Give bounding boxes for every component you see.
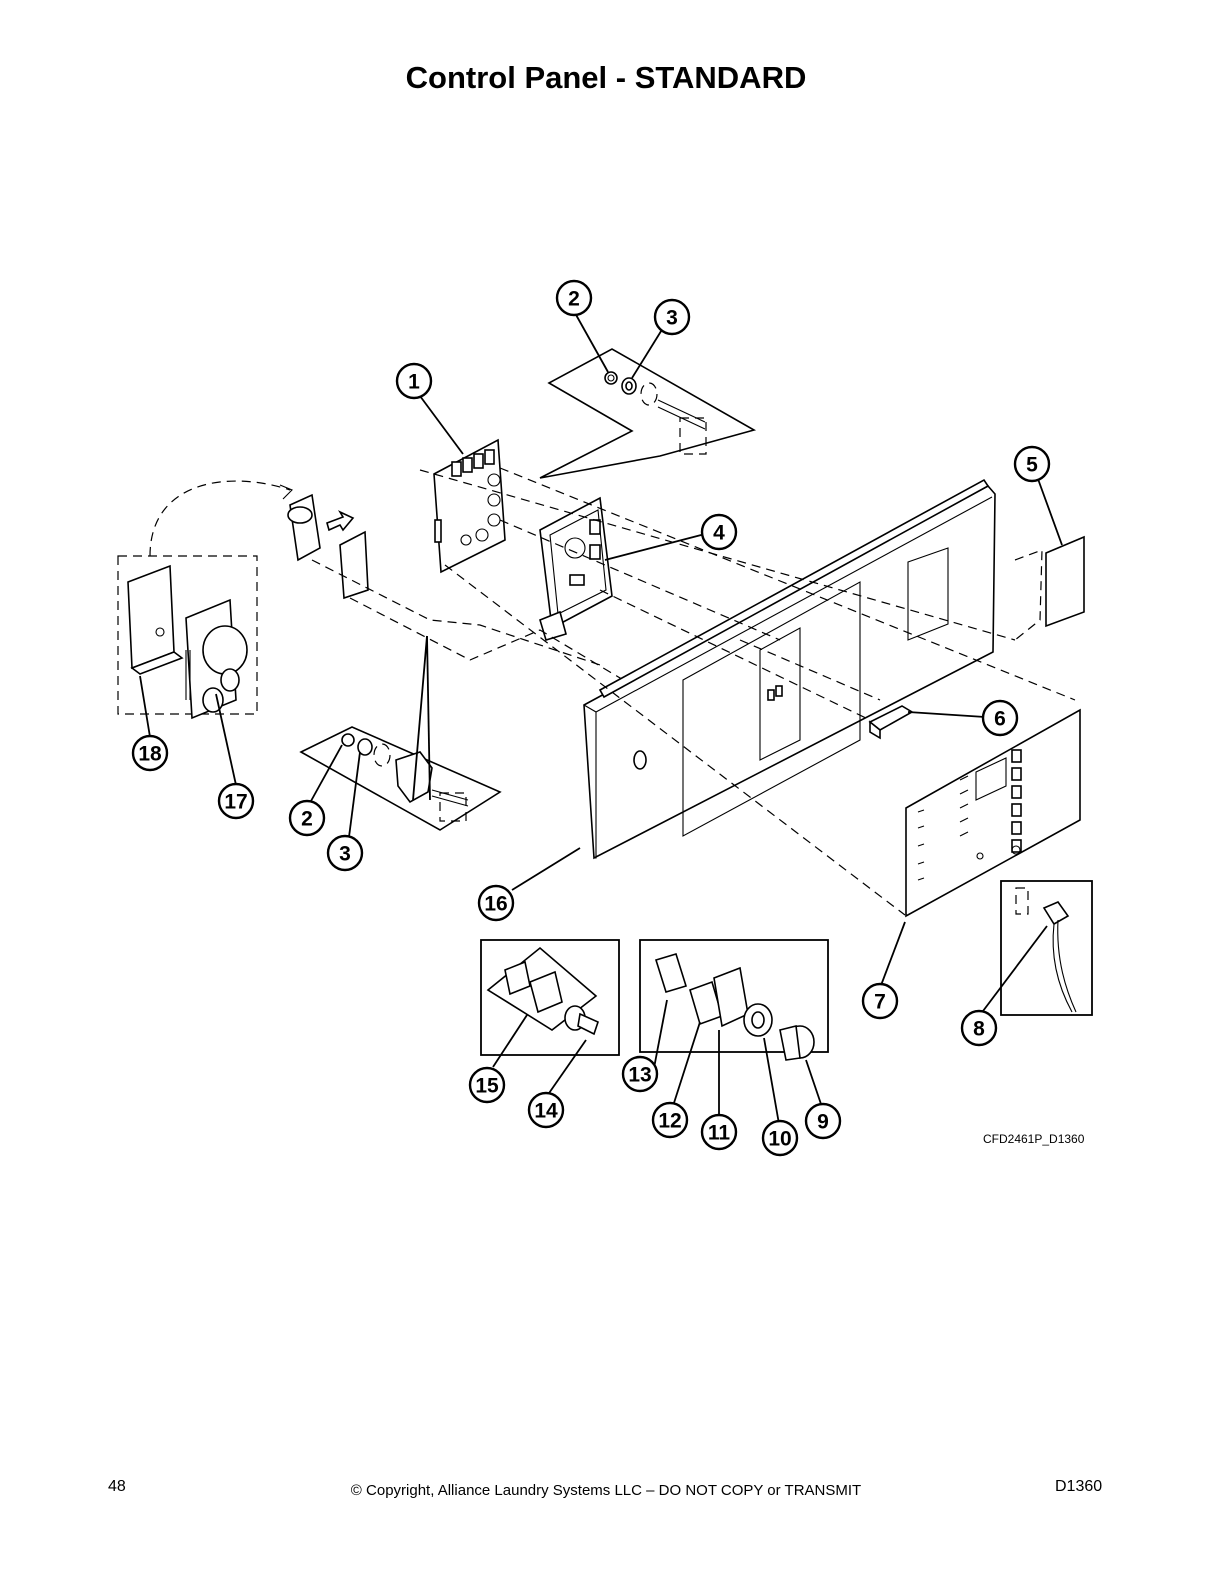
callout-16: 16 (477, 884, 515, 922)
pushbutton-inset (639, 939, 829, 1061)
callout-11: 11 (700, 1113, 738, 1151)
small-switch-parts (287, 493, 641, 691)
callout-2-repeat: 2 (288, 799, 326, 837)
callout-15: 15 (468, 1066, 506, 1104)
callout-3: 3 (653, 298, 691, 336)
svg-text:16: 16 (484, 893, 507, 916)
svg-text:7: 7 (874, 991, 886, 1014)
callout-8: 8 (960, 1009, 998, 1047)
callout-9: 9 (804, 1102, 842, 1140)
label-plate (1045, 535, 1085, 628)
keyswitch-inset (480, 939, 620, 1056)
callout-14: 14 (527, 1091, 565, 1129)
leader-lines (139, 312, 1063, 1125)
overlay-panel (905, 708, 1081, 918)
callout-13: 13 (621, 1055, 659, 1093)
callout-17: 17 (217, 782, 255, 820)
keypad-assembly-inset (117, 480, 293, 720)
svg-text:14: 14 (534, 1100, 558, 1123)
callout-3-repeat: 3 (326, 834, 364, 872)
callout-6: 6 (981, 699, 1019, 737)
svg-text:10: 10 (768, 1128, 791, 1151)
callout-18: 18 (131, 734, 169, 772)
callout-5: 5 (1013, 445, 1051, 483)
svg-text:18: 18 (138, 743, 162, 766)
svg-text:8: 8 (973, 1018, 985, 1041)
svg-text:4: 4 (713, 522, 725, 545)
svg-text:3: 3 (339, 843, 351, 866)
callout-7: 7 (861, 982, 899, 1020)
svg-text:2: 2 (568, 288, 580, 311)
svg-text:13: 13 (628, 1064, 651, 1087)
document-number: D1360 (1055, 1478, 1103, 1495)
page-number: 48 (108, 1478, 126, 1495)
svg-text:6: 6 (994, 708, 1006, 731)
control-board (433, 438, 506, 574)
callout-2: 2 (555, 279, 593, 317)
copyright-notice: © Copyright, Alliance Laundry Systems LL… (350, 1482, 862, 1499)
sensor-inset (1000, 880, 1093, 1016)
svg-text:3: 3 (666, 307, 678, 330)
fastener-inset-bottom (299, 635, 502, 831)
fastener-inset-top (539, 348, 757, 479)
callout-12: 12 (651, 1101, 689, 1139)
svg-text:2: 2 (301, 808, 313, 831)
page-title: Control Panel - STANDARD (405, 60, 807, 95)
svg-text:12: 12 (658, 1110, 681, 1133)
drawing-code: CFD2461P_D1360 (983, 1132, 1085, 1146)
callout-1: 1 (395, 362, 433, 400)
svg-text:5: 5 (1026, 454, 1038, 477)
callout-4: 4 (700, 513, 738, 551)
svg-text:11: 11 (708, 1122, 731, 1145)
svg-text:1: 1 (408, 371, 420, 394)
svg-text:17: 17 (224, 791, 247, 814)
board-housing (539, 496, 613, 641)
svg-text:15: 15 (475, 1075, 499, 1098)
callout-10: 10 (761, 1119, 799, 1157)
svg-text:9: 9 (817, 1111, 829, 1134)
projection-lines (419, 467, 1076, 916)
main-panel (583, 478, 996, 860)
